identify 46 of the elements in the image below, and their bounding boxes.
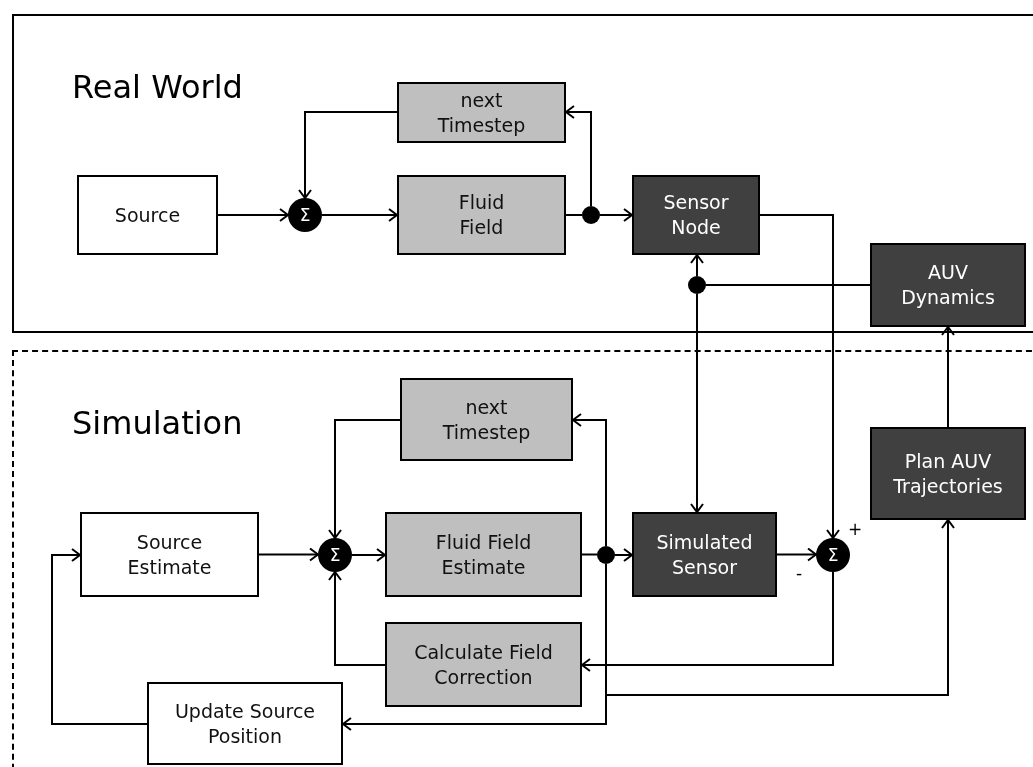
process-block: Sensor Node bbox=[632, 175, 760, 255]
process-block: next Timestep bbox=[397, 82, 566, 143]
arrow bbox=[298, 111, 398, 199]
summing-junction: Σ bbox=[318, 538, 352, 572]
process-block: Simulated Sensor bbox=[632, 512, 777, 597]
arrow bbox=[690, 254, 704, 277]
arrow bbox=[599, 208, 633, 222]
arrow bbox=[690, 293, 704, 513]
process-block: next Timestep bbox=[400, 378, 573, 461]
summing-junction: Σ bbox=[288, 198, 322, 232]
arrow bbox=[581, 571, 834, 672]
junction-dot bbox=[688, 276, 706, 294]
arrow bbox=[776, 547, 817, 562]
sign-label: + bbox=[848, 521, 863, 538]
process-block: Calculate Field Correction bbox=[385, 622, 582, 707]
sign-label: - bbox=[796, 565, 803, 582]
region-title: Simulation bbox=[72, 404, 243, 442]
process-block: Plan AUV Trajectories bbox=[870, 427, 1026, 520]
region-title: Real World bbox=[72, 68, 243, 106]
arrow bbox=[605, 519, 955, 696]
connector-line bbox=[705, 284, 871, 286]
arrow bbox=[351, 548, 386, 562]
process-block: Fluid Field bbox=[397, 175, 566, 255]
arrow bbox=[572, 413, 607, 547]
process-block: Source Estimate bbox=[80, 512, 259, 597]
arrow bbox=[759, 214, 840, 539]
connector-line bbox=[581, 553, 598, 556]
arrow bbox=[51, 548, 148, 725]
summing-junction: Σ bbox=[816, 538, 850, 572]
arrow bbox=[321, 208, 398, 222]
arrow bbox=[941, 326, 955, 428]
arrow bbox=[258, 547, 319, 562]
arrow bbox=[328, 571, 386, 666]
process-block: Fluid Field Estimate bbox=[385, 512, 582, 597]
arrow bbox=[614, 548, 633, 562]
process-block: AUV Dynamics bbox=[870, 243, 1026, 327]
process-block: Update Source Position bbox=[147, 682, 343, 765]
junction-dot bbox=[597, 546, 615, 564]
process-block: Source bbox=[77, 175, 218, 255]
arrow bbox=[565, 105, 592, 207]
region-frame bbox=[12, 14, 1033, 333]
junction-dot bbox=[582, 206, 600, 224]
region-frame bbox=[12, 350, 1033, 767]
connector-line bbox=[565, 214, 583, 216]
arrow bbox=[328, 419, 401, 539]
arrow bbox=[217, 208, 289, 222]
